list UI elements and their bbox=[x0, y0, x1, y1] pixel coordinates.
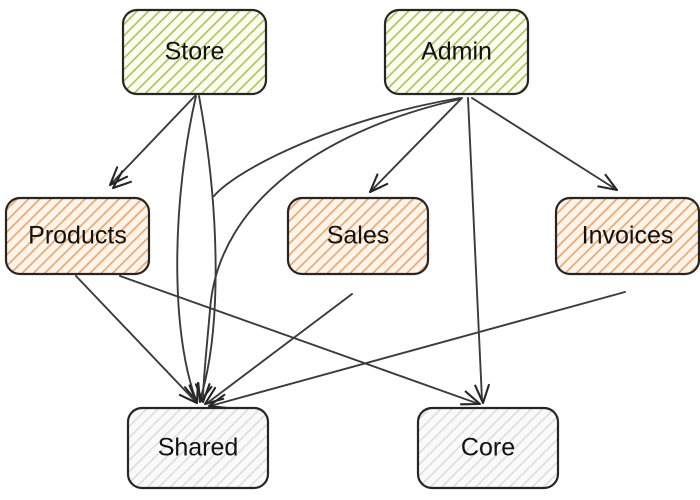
edge-store-shared bbox=[176, 95, 200, 404]
node-box[interactable] bbox=[4, 196, 151, 276]
edge-line bbox=[198, 95, 217, 401]
node-box[interactable] bbox=[121, 8, 268, 96]
edge-arrowhead bbox=[459, 390, 482, 406]
edge-arrowhead bbox=[368, 173, 389, 194]
node-sales[interactable]: Sales bbox=[286, 196, 430, 276]
edge-line bbox=[467, 97, 483, 401]
node-box[interactable] bbox=[286, 196, 430, 276]
edge-arrowhead bbox=[194, 383, 211, 404]
node-shared[interactable]: Shared bbox=[126, 406, 270, 490]
edge-line bbox=[213, 97, 461, 197]
edge-line bbox=[176, 95, 197, 401]
node-invoices[interactable]: Invoices bbox=[554, 196, 700, 276]
edge-products-core bbox=[119, 275, 482, 406]
edge-products-shared bbox=[75, 275, 199, 405]
edge-line bbox=[471, 97, 618, 191]
edge-admin-products bbox=[111, 97, 461, 197]
node-core[interactable]: Core bbox=[416, 406, 560, 490]
edge-line bbox=[209, 291, 626, 407]
node-admin[interactable]: Admin bbox=[383, 8, 530, 96]
edge-admin-shared bbox=[194, 98, 462, 404]
edge-store-shared-2 bbox=[197, 95, 217, 404]
node-store[interactable]: Store bbox=[121, 8, 268, 96]
edge-line bbox=[205, 293, 353, 405]
edge-admin-invoices bbox=[471, 97, 619, 192]
edge-arrowhead bbox=[474, 383, 490, 405]
edge-arrowhead bbox=[597, 173, 619, 192]
edge-admin-sales bbox=[368, 97, 463, 194]
node-box[interactable] bbox=[554, 196, 700, 276]
edge-store-products bbox=[108, 95, 196, 187]
edge-admin-core bbox=[467, 97, 490, 405]
edge-line bbox=[109, 95, 196, 186]
edge-arrowhead bbox=[111, 170, 133, 190]
node-box[interactable] bbox=[126, 406, 270, 490]
edge-line bbox=[202, 98, 462, 401]
edge-line bbox=[119, 275, 480, 405]
edge-invoices-shared bbox=[207, 291, 626, 410]
edges-layer bbox=[75, 95, 626, 410]
edge-line bbox=[369, 97, 463, 193]
edge-arrowhead bbox=[178, 384, 199, 405]
node-box[interactable] bbox=[383, 8, 530, 96]
edge-arrowhead bbox=[108, 166, 129, 187]
edge-line bbox=[75, 275, 197, 403]
node-box[interactable] bbox=[416, 406, 560, 490]
node-products[interactable]: Products bbox=[4, 196, 151, 276]
